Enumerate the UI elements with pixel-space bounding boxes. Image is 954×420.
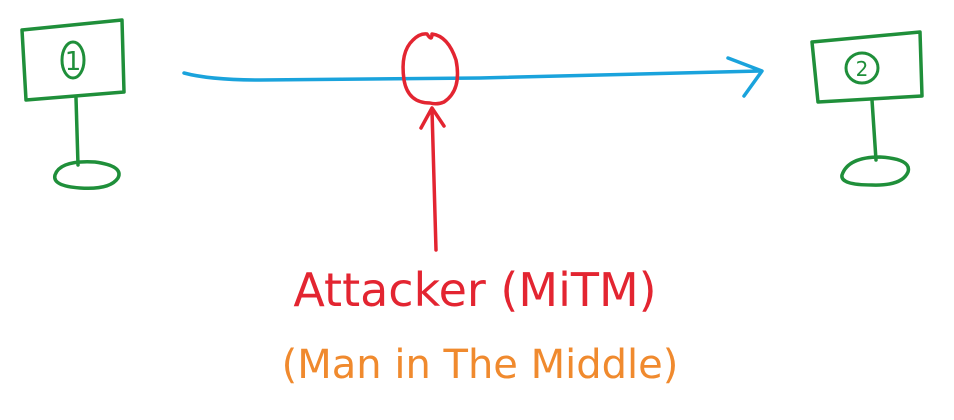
- host-2-number-circle: [844, 51, 880, 85]
- intercept-loop: [401, 32, 460, 106]
- connection-line: [182, 69, 762, 82]
- attacker-label: Attacker (MiTM): [293, 263, 656, 317]
- attacker-intercept: [401, 32, 460, 252]
- host-2-number: 2: [856, 57, 869, 81]
- host-2: 2: [810, 30, 924, 187]
- host-2-stand: [870, 98, 878, 162]
- connection-arrow: [182, 56, 764, 98]
- host-2-base: [840, 155, 911, 187]
- host-1-monitor: [20, 18, 126, 102]
- host-1-stand: [74, 96, 80, 167]
- attacker-arrow-shaft: [430, 108, 438, 252]
- host-2-monitor: [810, 30, 924, 104]
- attacker-arrowhead-icon: [419, 106, 446, 130]
- host-1: 1: [20, 18, 126, 191]
- attacker-sublabel: (Man in The Middle): [282, 342, 679, 388]
- host-1-base: [52, 160, 121, 191]
- host-1-number: 1: [65, 47, 82, 77]
- arrowhead-icon: [726, 56, 764, 98]
- host-1-number-circle: [60, 40, 86, 80]
